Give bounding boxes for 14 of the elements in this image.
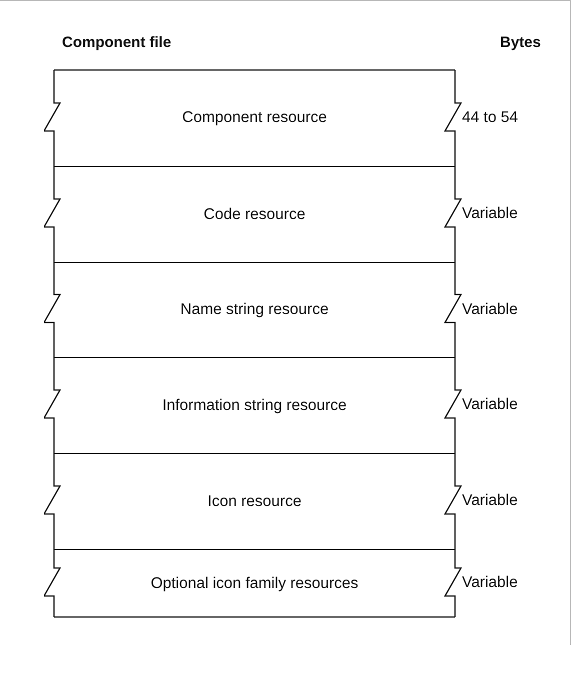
- resource-name: Information string resource: [162, 396, 347, 414]
- byte-size: Variable: [462, 205, 518, 223]
- resource-name: Code resource: [204, 206, 306, 224]
- resource-name: Icon resource: [208, 492, 302, 510]
- column-heading: Bytes: [500, 34, 541, 51]
- byte-size: Variable: [462, 300, 518, 318]
- byte-size: 44 to 54: [462, 109, 518, 127]
- byte-size: Variable: [462, 574, 518, 592]
- column-heading: Component file: [62, 34, 172, 51]
- byte-size: Variable: [462, 396, 518, 414]
- resource-name: Component resource: [182, 109, 327, 127]
- resource-name: Optional icon family resources: [150, 574, 358, 592]
- byte-size: Variable: [462, 492, 518, 510]
- resource-name: Name string resource: [180, 301, 329, 319]
